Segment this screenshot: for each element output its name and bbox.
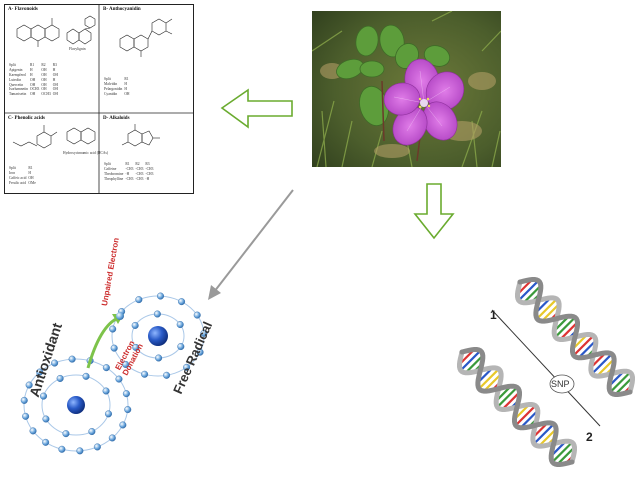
electron: [42, 439, 49, 446]
electron: [21, 397, 28, 404]
electron: [132, 322, 139, 329]
electron: [178, 298, 185, 305]
electron: [109, 435, 116, 442]
electron: [59, 446, 66, 453]
electron: [83, 373, 90, 380]
electron: [154, 311, 161, 318]
electron: [22, 413, 29, 420]
antioxidant-nucleus: [67, 396, 85, 414]
electron: [109, 326, 116, 333]
electron: [177, 321, 184, 328]
strand-2-label: 2: [586, 430, 593, 444]
dna-helix-upper: [518, 280, 633, 395]
free-radical-nucleus: [148, 326, 168, 346]
electron: [157, 293, 164, 300]
electron: [124, 406, 131, 413]
electron: [111, 345, 118, 352]
electron: [155, 355, 162, 362]
dna-helix-lower: [460, 350, 575, 465]
electron: [103, 388, 110, 395]
left-hollow-arrow: [222, 90, 292, 127]
strand-1-label: 1: [490, 308, 497, 322]
electron: [120, 422, 127, 429]
electron: [63, 430, 70, 437]
electron: [136, 296, 143, 303]
electron: [105, 411, 112, 418]
electron: [43, 416, 50, 423]
electron: [103, 364, 110, 371]
electron: [163, 372, 170, 379]
electron: [94, 444, 101, 451]
donated-electron: [116, 312, 124, 320]
electron: [123, 390, 130, 397]
down-hollow-arrow: [415, 184, 453, 238]
electron: [69, 356, 76, 363]
electron: [116, 376, 123, 383]
electron: [57, 375, 64, 382]
dna-diagram: [440, 262, 640, 480]
snp-label: SNP: [551, 379, 570, 389]
electron: [178, 343, 185, 350]
electron: [77, 448, 84, 455]
electron: [30, 428, 37, 435]
electron: [141, 371, 148, 378]
electron: [89, 428, 96, 435]
electron: [194, 312, 201, 319]
